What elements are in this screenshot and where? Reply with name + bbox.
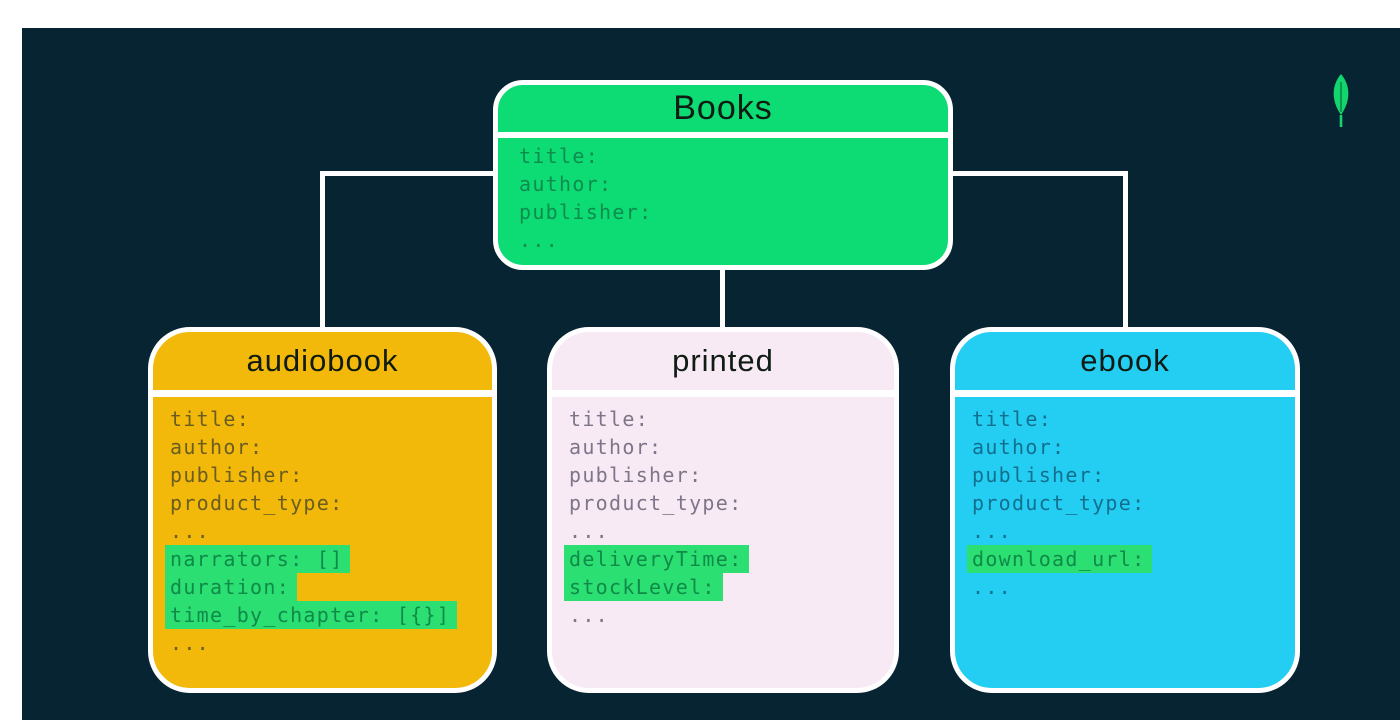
field-label: publisher:	[569, 463, 703, 487]
field-row: ...	[170, 629, 486, 657]
node-audiobook-fields: title:author:publisher:product_type:...n…	[153, 397, 492, 657]
node-printed-fields: title:author:publisher:product_type:...d…	[552, 397, 894, 629]
field-row: author:	[519, 170, 942, 198]
field-label: product_type:	[972, 491, 1146, 515]
field-label: product_type:	[170, 491, 344, 515]
node-books-fields: title: author: publisher:...	[498, 138, 948, 254]
connector-right-horizontal	[948, 171, 1128, 176]
field-label: ...	[569, 519, 610, 543]
node-printed-title: printed	[672, 343, 774, 378]
node-printed: printed title: author: publisher: product_t…	[547, 327, 899, 693]
field-row: ...	[569, 601, 888, 629]
field-label-highlighted: time_by_chapter: [{}]	[165, 601, 458, 629]
field-label: author:	[519, 172, 613, 196]
field-row: publisher:	[972, 461, 1289, 489]
node-printed-header: printed	[552, 332, 894, 397]
field-row: product_type:	[170, 489, 486, 517]
field-label: title:	[972, 407, 1053, 431]
field-label-highlighted: narrators: []	[165, 545, 351, 573]
node-ebook-fields: title: author: publisher: product_type:...d…	[955, 397, 1295, 601]
field-row: title:	[170, 405, 486, 433]
field-label: product_type:	[569, 491, 743, 515]
node-books-header: Books	[498, 85, 948, 138]
field-label: publisher:	[519, 200, 653, 224]
field-label: author:	[569, 435, 663, 459]
field-label: ...	[972, 519, 1013, 543]
field-label: author:	[170, 435, 264, 459]
field-label: author:	[972, 435, 1066, 459]
field-label: title:	[569, 407, 650, 431]
field-label-highlighted: stockLevel:	[564, 573, 723, 601]
connector-left-horizontal	[320, 171, 498, 176]
field-row: narrators: []	[165, 545, 486, 573]
field-label: publisher:	[170, 463, 304, 487]
field-row: time_by_chapter: [{}]	[165, 601, 486, 629]
mongodb-leaf-icon	[1333, 74, 1349, 127]
node-books-title: Books	[673, 89, 773, 127]
field-row: publisher:	[519, 198, 942, 226]
node-ebook-title: ebook	[1080, 343, 1170, 378]
field-label-highlighted: deliveryTime:	[564, 545, 750, 573]
field-row: title:	[569, 405, 888, 433]
node-ebook-header: ebook	[955, 332, 1295, 397]
field-row: ...	[972, 573, 1289, 601]
field-row: ...	[170, 517, 486, 545]
field-label: title:	[519, 144, 600, 168]
field-row: stockLevel:	[564, 573, 888, 601]
field-label-highlighted: duration:	[165, 573, 298, 601]
field-label: ...	[519, 228, 560, 252]
field-row: publisher:	[569, 461, 888, 489]
field-row: ...	[569, 517, 888, 545]
field-row: author:	[170, 433, 486, 461]
field-label: ...	[569, 603, 610, 627]
field-row: ...	[519, 226, 942, 254]
node-books: Books title: author: publisher:...	[493, 80, 953, 270]
field-row: product_type:	[972, 489, 1289, 517]
node-ebook: ebook title: author: publisher: product_typ…	[950, 327, 1300, 693]
field-row: product_type:	[569, 489, 888, 517]
field-label-highlighted: download_url:	[967, 545, 1153, 573]
field-label: ...	[170, 631, 211, 655]
node-audiobook-header: audiobook	[153, 332, 492, 397]
connector-center-vertical	[720, 262, 725, 331]
field-row: title:	[519, 142, 942, 170]
field-row: ...	[972, 517, 1289, 545]
field-row: download_url:	[967, 545, 1289, 573]
field-label: title:	[170, 407, 251, 431]
field-label: publisher:	[972, 463, 1106, 487]
node-audiobook-title: audiobook	[246, 343, 399, 378]
field-row: author:	[972, 433, 1289, 461]
field-row: author:	[569, 433, 888, 461]
connector-right-vertical	[1123, 171, 1128, 331]
node-audiobook: audiobook title: author: publisher: product…	[148, 327, 497, 693]
field-label: ...	[170, 519, 211, 543]
connector-left-vertical	[320, 171, 325, 331]
field-label: ...	[972, 575, 1013, 599]
field-row: deliveryTime:	[564, 545, 888, 573]
field-row: duration:	[165, 573, 486, 601]
field-row: publisher:	[170, 461, 486, 489]
field-row: title:	[972, 405, 1289, 433]
